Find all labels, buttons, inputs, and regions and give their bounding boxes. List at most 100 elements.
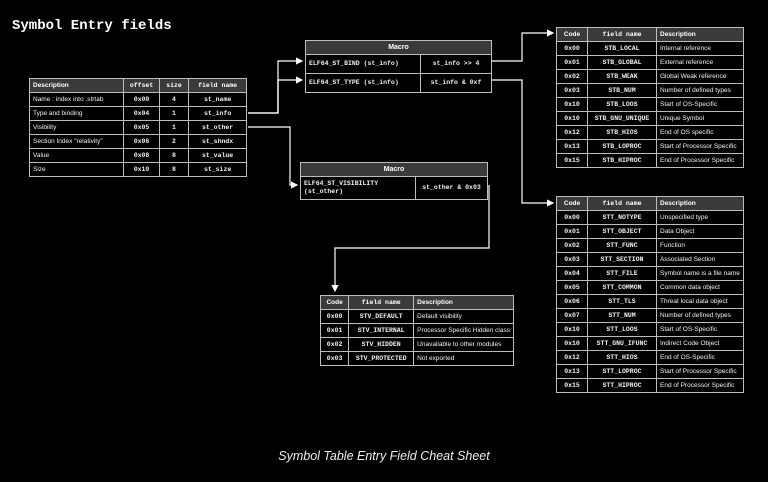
macro-name: ELF64_ST_VISIBILITY (st_other): [300, 176, 416, 200]
table-cell: 0x02: [556, 238, 588, 253]
macro-expression: st_info >> 4: [420, 54, 492, 74]
table-row: ELF64_ST_TYPE (st_info) st_info & 0xf: [305, 73, 492, 93]
table-cell: STT_GNU_IFUNC: [587, 336, 657, 351]
table-cell: STV_DEFAULT: [348, 309, 415, 324]
table-cell: 0x10: [556, 97, 588, 112]
table-cell: 1: [158, 106, 190, 121]
table-cell: STT_SECTION: [587, 252, 657, 267]
table-cell: 0x02: [556, 69, 588, 84]
column-header: Description: [656, 27, 744, 42]
table-cell: End of OS specific: [656, 125, 744, 140]
table-cell: Unspecified type: [656, 210, 744, 225]
link-bind-table: [492, 29, 555, 62]
table-cell: STT_HIOS: [587, 350, 657, 365]
table-cell: STT_HIPROC: [587, 378, 657, 393]
table-header-row: Code field name Description: [319, 295, 514, 310]
table-cell: 0x00: [556, 210, 588, 225]
table-cell: STT_FILE: [587, 266, 657, 281]
table-cell: STB_LOOS: [587, 97, 657, 112]
macro-info-table: Macro ELF64_ST_BIND (st_info) st_info >>…: [305, 40, 492, 93]
table-cell: Visibility: [28, 120, 125, 135]
table-cell: st_other: [188, 120, 247, 135]
column-header: offset: [123, 78, 160, 93]
macro-expression: st_other & 0x03: [415, 176, 488, 200]
table-cell: 0x05: [123, 120, 160, 135]
table-cell: Size: [28, 162, 125, 177]
macro-header: Macro: [305, 40, 492, 55]
column-header: field name: [587, 27, 657, 42]
table-cell: Internal reference: [656, 41, 744, 56]
link-st-other: [248, 126, 299, 189]
table-cell: Unique Symbol: [656, 111, 744, 126]
table-cell: 8: [158, 148, 190, 163]
table-cell: STT_COMMON: [587, 280, 657, 295]
table-cell: st_value: [188, 148, 247, 163]
table-cell: Section Index "relativity": [28, 134, 125, 149]
table-cell: 2: [158, 134, 190, 149]
table-cell: 0x03: [556, 83, 588, 98]
table-cell: Data Object: [656, 224, 744, 239]
table-cell: STB_LOPROC: [587, 139, 657, 154]
table-cell: STB_HIPROC: [587, 153, 657, 168]
table-cell: 0x00: [319, 309, 350, 324]
table-cell: 0x01: [556, 55, 588, 70]
table-cell: STT_FUNC: [587, 238, 657, 253]
table-header-row: Description offset size field name: [28, 78, 247, 93]
table-cell: STB_LOCAL: [587, 41, 657, 56]
table-cell: 0x04: [556, 266, 588, 281]
table-cell: External reference: [656, 55, 744, 70]
table-cell: Global Weak reference: [656, 69, 744, 84]
table-cell: STT_LOOS: [587, 322, 657, 337]
page-title: Symbol Entry fields: [12, 18, 172, 34]
table-cell: Symbol name is a file name: [656, 266, 744, 281]
table-cell: 8: [158, 162, 190, 177]
table-cell: STB_GNU_UNIQUE: [587, 111, 657, 126]
table-cell: STV_INTERNAL: [348, 323, 415, 338]
table-cell: STV_HIDDEN: [348, 337, 415, 352]
table-cell: Function: [656, 238, 744, 253]
table-cell: st_size: [188, 162, 247, 177]
column-header: Code: [556, 196, 588, 211]
table-cell: Start of OS-Specific: [656, 97, 744, 112]
table-cell: Unavailable to other modules: [413, 337, 514, 352]
column-header: Description: [656, 196, 744, 211]
link-type-table: [492, 79, 555, 207]
table-cell: 0x08: [123, 148, 160, 163]
column-header: field name: [587, 196, 657, 211]
table-cell: Start of Processor Specific: [656, 139, 744, 154]
table-cell: 0x00: [556, 41, 588, 56]
table-cell: 0x07: [556, 308, 588, 323]
table-cell: Start of Processor Specific: [656, 364, 744, 379]
table-cell: 0x01: [319, 323, 350, 338]
table-cell: 0x06: [556, 294, 588, 309]
macro-header: Macro: [300, 162, 488, 177]
table-cell: 0x10: [556, 322, 588, 337]
table-cell: 0x15: [556, 378, 588, 393]
column-header: size: [158, 78, 190, 93]
column-header: field name: [348, 295, 415, 310]
table-cell: Associated Section: [656, 252, 744, 267]
